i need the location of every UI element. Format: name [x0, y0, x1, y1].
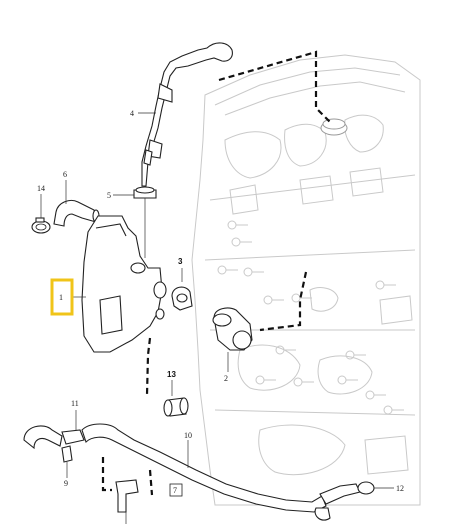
oil-filler-cap: [320, 118, 348, 136]
callout-14: 14: [37, 184, 45, 193]
callout-10: 10: [184, 431, 192, 440]
leader-lines: [40, 112, 156, 298]
breather-hose-part-4: [141, 42, 233, 187]
callout-7: 7: [173, 486, 177, 495]
clamp-part-3: [171, 268, 193, 311]
callout-1: 1: [59, 293, 63, 302]
callout-4: 4: [130, 109, 134, 118]
callout-11: 11: [71, 399, 79, 408]
callout-6: 6: [63, 170, 67, 179]
hose-part-11: [23, 410, 85, 450]
tube-part-10: [81, 423, 327, 513]
clip-part-5: [133, 186, 157, 258]
engine-bolts: [217, 220, 404, 415]
t-piece-part-7: [115, 479, 139, 524]
fitting-part-9: [61, 445, 73, 478]
callout-13: 13: [167, 370, 176, 379]
callout-12: 12: [396, 484, 404, 493]
highlight-box: [50, 278, 74, 316]
callout-labels: 4 5 14 6 1 3 2 13 11 10 9 12 7: [37, 109, 404, 497]
callout-2: 2: [224, 374, 228, 383]
sleeve-part-13: [163, 380, 189, 417]
callout-3: 3: [178, 257, 183, 266]
elbow-part-2: [212, 307, 253, 372]
short-hose-part-6: [53, 199, 100, 227]
callout-7-box: [169, 483, 183, 497]
connector-part-12: [314, 481, 394, 521]
engine-block: [191, 54, 421, 506]
routing-dashed-lines: [101, 50, 331, 496]
callout-5: 5: [107, 191, 111, 200]
oil-separator-part-1: [81, 215, 167, 353]
hose-clamp-part-14: [31, 217, 51, 234]
callout-9: 9: [64, 479, 68, 488]
